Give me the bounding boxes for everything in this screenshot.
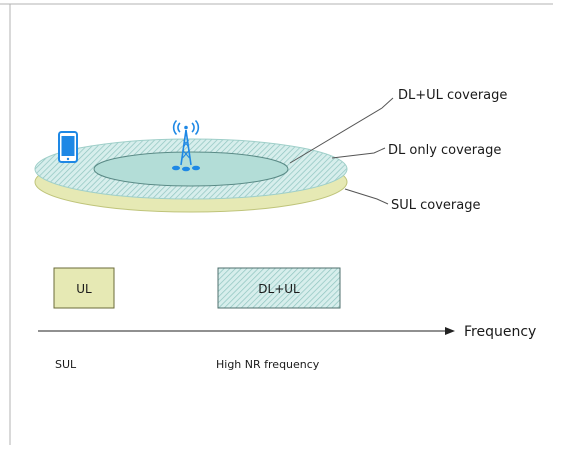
dl-ul-coverage-label: DL+UL coverage (398, 88, 507, 103)
dl-ul-block-label: DL+UL (258, 282, 300, 296)
dl-ul-block (217, 267, 341, 309)
high-nr-frequency-caption: High NR frequency (216, 358, 320, 371)
dl-only-leader-line (331, 147, 386, 159)
sul-leader-line (344, 188, 389, 205)
cell-tower-icon (172, 119, 200, 172)
frequency-axis-label: Frequency (464, 324, 536, 340)
dl-ul-leader-line (289, 97, 394, 164)
ul-block-label: UL (76, 282, 92, 296)
ul-block (53, 267, 115, 309)
dl-ul-coverage-ellipse (93, 151, 289, 187)
frequency-axis-arrowhead (445, 327, 455, 335)
sul-coverage-label: SUL coverage (391, 198, 481, 213)
dl-only-coverage-label: DL only coverage (388, 143, 501, 158)
smartphone-icon (58, 131, 78, 163)
sul-caption: SUL (55, 358, 77, 371)
